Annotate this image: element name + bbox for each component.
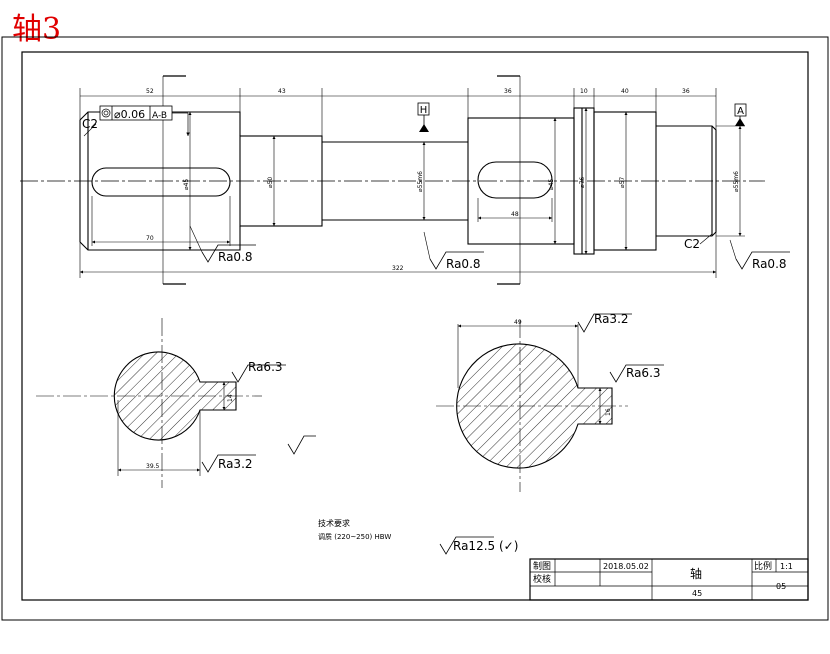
title-block-sheet-no: 05 xyxy=(776,582,786,591)
dim-total: 322 xyxy=(392,265,404,272)
svg-text:Ra3.2: Ra3.2 xyxy=(594,312,629,326)
dim-keyway-left: 70 xyxy=(146,235,154,242)
dim-top-4: 10 xyxy=(580,88,588,95)
svg-text:A-B: A-B xyxy=(152,111,167,121)
chamfer-right-label: C2 xyxy=(684,237,700,251)
title-block-drawn-label: 制图 xyxy=(533,560,551,572)
dim-keyway-right: 48 xyxy=(511,211,519,218)
roughness-general: Ra12.5 (✓) xyxy=(439,536,518,555)
dim-dia-6: ⌀57 xyxy=(619,177,626,188)
section-right-width: 49 xyxy=(514,319,522,326)
roughness-symbol-3: Ra0.8 xyxy=(729,239,790,271)
svg-text:Ra6.3: Ra6.3 xyxy=(626,366,661,380)
roughness-symbol-1: Ra0.8 xyxy=(189,225,256,264)
svg-text:⌀0.06: ⌀0.06 xyxy=(114,108,145,121)
section-left-width: 39.5 xyxy=(146,463,160,470)
dim-dia-5: ⌀76 xyxy=(579,177,586,188)
svg-text:H: H xyxy=(420,105,428,116)
datum-a-marker: A xyxy=(734,103,747,126)
section-right-key: 16 xyxy=(605,408,612,416)
title-block xyxy=(529,558,809,601)
drawing-header-title: 轴3 xyxy=(12,12,62,47)
svg-text:Ra3.2: Ra3.2 xyxy=(218,457,253,471)
svg-text:A: A xyxy=(737,106,744,117)
technical-notes-line: 调质 (220~250) HBW xyxy=(318,532,391,541)
roughness-blank-symbol xyxy=(287,435,316,455)
chamfer-left-label: C2 xyxy=(82,117,98,131)
title-block-part-name: 轴 xyxy=(690,566,702,581)
dim-top-5: 40 xyxy=(621,88,629,95)
svg-text:Ra0.8: Ra0.8 xyxy=(218,250,253,264)
svg-text:Ra0.8: Ra0.8 xyxy=(446,257,481,271)
front-view-dimension-labels: 52 43 36 10 40 36 322 70 48 ⌀45 ⌀50 ⌀55m… xyxy=(146,88,740,272)
section-left-key: 14 xyxy=(227,394,234,402)
dim-top-2: 43 xyxy=(278,88,286,95)
section-view-left: 39.5 14 xyxy=(36,318,262,488)
dim-dia-3: ⌀55m6 xyxy=(417,171,424,192)
dim-dia-7: ⌀55m6 xyxy=(733,171,740,192)
svg-text:Ra6.3: Ra6.3 xyxy=(248,360,283,374)
section-view-right: 49 16 xyxy=(436,319,628,492)
roughness-symbol-2: Ra0.8 xyxy=(423,231,484,271)
title-block-date: 2018.05.02 xyxy=(603,562,649,571)
dim-dia-2: ⌀50 xyxy=(267,177,274,188)
tolerance-frame: ⌀0.06 A-B xyxy=(99,105,190,136)
technical-notes-title: 技术要求 xyxy=(318,518,350,528)
dim-dia-1: ⌀45 xyxy=(183,179,190,190)
dim-top-6: 36 xyxy=(682,88,690,95)
inner-frame xyxy=(21,51,809,601)
shaft-front-view xyxy=(20,107,765,255)
title-block-scale-value: 1:1 xyxy=(780,562,793,571)
roughness-sec-right-side: Ra6.3 xyxy=(609,364,664,383)
roughness-sec-right-top: Ra3.2 xyxy=(577,312,632,333)
dim-dia-4: ⌀45 xyxy=(548,179,555,190)
title-block-scale-label: 比例 xyxy=(754,560,772,572)
svg-text:Ra0.8: Ra0.8 xyxy=(752,257,787,271)
dim-top-3: 36 xyxy=(504,88,512,95)
front-view-dimensions xyxy=(79,75,745,285)
svg-text:Ra12.5 (✓): Ra12.5 (✓) xyxy=(453,539,518,553)
outer-frame xyxy=(1,36,829,621)
title-block-material: 45 xyxy=(692,589,702,598)
dim-top-1: 52 xyxy=(146,88,154,95)
datum-h-marker: H xyxy=(417,102,430,132)
title-block-checked-label: 校核 xyxy=(533,573,551,585)
roughness-sec-left-bottom: Ra3.2 xyxy=(201,454,256,473)
roughness-sec-left-top: Ra6.3 xyxy=(231,360,286,383)
